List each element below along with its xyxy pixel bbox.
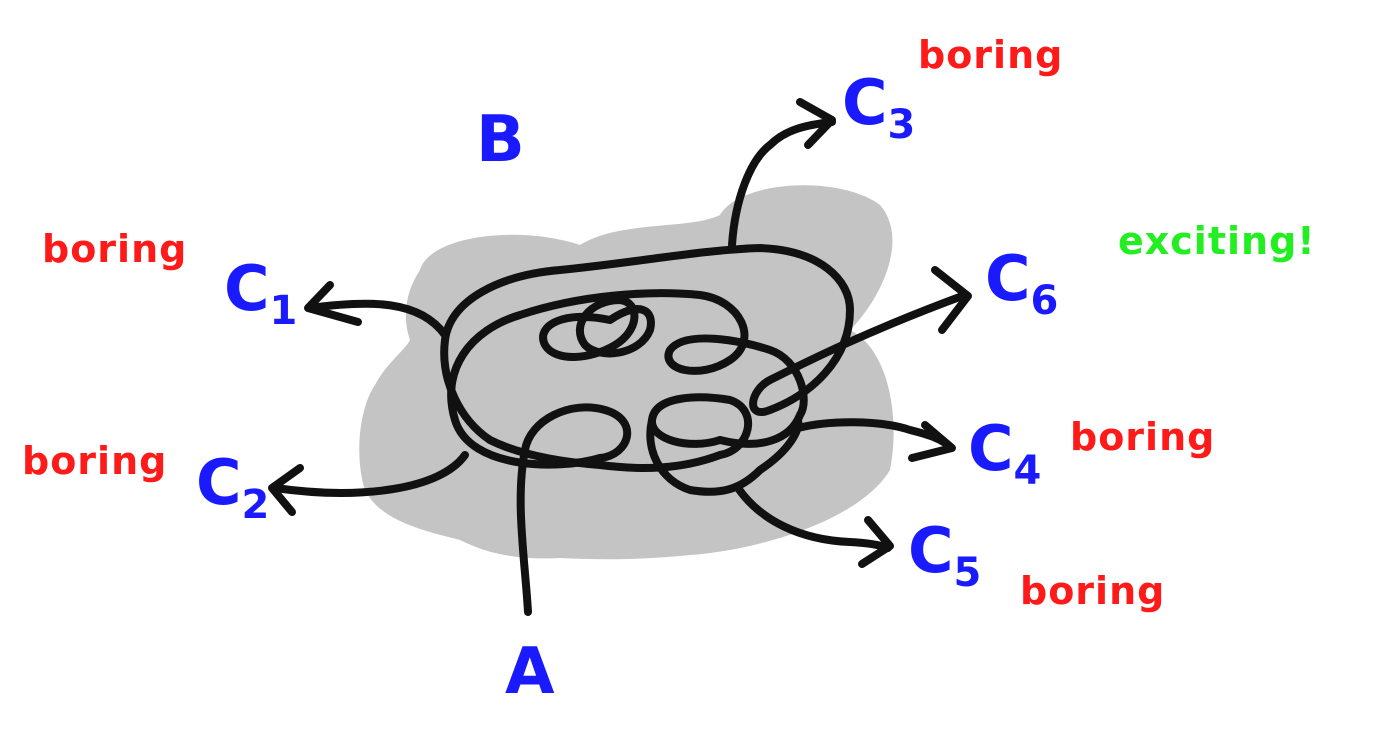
tangle-loop-2 [440, 244, 969, 472]
node-c4-annotation: boring [1070, 415, 1216, 459]
node-c2-label: C2 [196, 452, 270, 528]
node-c1-label: C1 [224, 258, 298, 334]
path-to-c5 [734, 484, 892, 552]
path-to-c2 [271, 451, 469, 497]
node-c5-letter: C [908, 514, 954, 587]
node-c5-index: 5 [953, 550, 982, 596]
node-c3-annotation: boring [918, 33, 1064, 77]
node-c1-index: 1 [269, 288, 298, 334]
path-to-c1 [306, 299, 449, 339]
node-c2-annotation: boring [22, 439, 168, 483]
arrowhead-c5 [858, 516, 894, 568]
arrowhead-c3 [796, 98, 836, 149]
node-c2-index: 2 [241, 482, 270, 528]
tangle-lower-loop [646, 416, 803, 496]
arrowhead-c4 [908, 421, 956, 462]
node-c3-letter: C [842, 66, 888, 139]
path-from-a [516, 403, 632, 616]
tangle-small-loop [539, 296, 655, 361]
node-c6-letter: C [985, 242, 1031, 315]
node-c6-index: 6 [1030, 278, 1059, 324]
node-a-label: A [505, 635, 555, 709]
node-b-label: B [476, 103, 525, 177]
node-c3-label: C3 [842, 72, 916, 148]
node-c6-label: C6 [985, 248, 1059, 324]
node-c4-index: 4 [1013, 448, 1042, 494]
node-c5-label: C5 [908, 520, 982, 596]
tangle-loop-1 [447, 289, 808, 469]
node-c4-letter: C [968, 412, 1014, 485]
node-c3-index: 3 [887, 102, 916, 148]
node-c1-letter: C [224, 252, 270, 325]
arrowhead-c1 [304, 281, 362, 326]
arrowhead-c6 [931, 266, 972, 334]
node-c4-label: C4 [968, 418, 1042, 494]
path-to-c3 [728, 118, 836, 249]
node-c2-letter: C [196, 446, 242, 519]
cloud-region [359, 185, 894, 560]
node-c6-annotation: exciting! [1118, 219, 1316, 263]
node-c1-annotation: boring [42, 227, 188, 271]
node-c5-annotation: boring [1020, 569, 1166, 613]
arrowhead-c2 [268, 464, 304, 516]
